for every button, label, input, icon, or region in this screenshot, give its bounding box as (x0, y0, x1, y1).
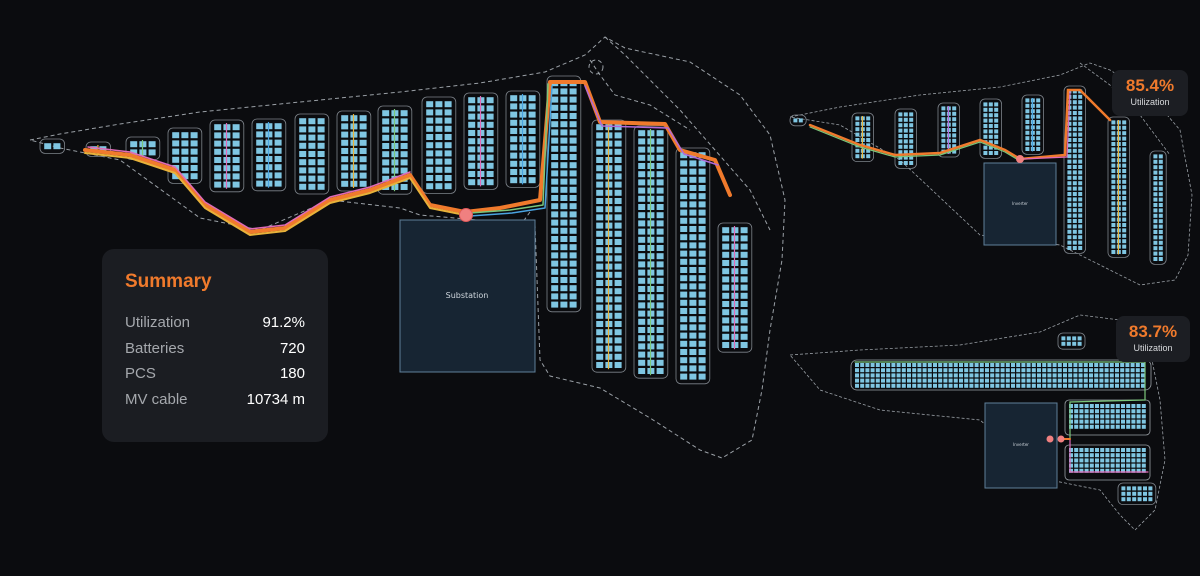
battery-row (421, 96, 457, 194)
summary-row-mv-cable: MV cable 10734 m (125, 387, 305, 413)
utilization-label: Utilization (1133, 343, 1173, 353)
battery-row (251, 118, 287, 192)
summary-value: 180 (279, 365, 305, 383)
battery-row (1057, 332, 1086, 350)
summary-value: 10734 m (246, 390, 305, 408)
summary-label: Utilization (125, 314, 191, 332)
battery-row (377, 105, 413, 195)
battery-row (505, 90, 541, 188)
battery-row (789, 114, 807, 127)
utilization-badge-bottom: 83.7% Utilization (1116, 316, 1190, 362)
battery-blocks (789, 85, 1167, 265)
battery-row (717, 222, 753, 353)
layout-variant-top[interactable]: Inverter (780, 55, 1200, 295)
summary-label: PCS (125, 365, 156, 383)
inverter-block[interactable]: Inverter (983, 162, 1057, 246)
battery-row (39, 138, 66, 154)
battery-blocks (39, 75, 753, 385)
inverter-label: Inverter (1012, 201, 1028, 206)
site-boundary (789, 314, 1166, 531)
battery-row (1149, 150, 1167, 265)
battery-row (591, 119, 627, 373)
battery-row (1063, 85, 1087, 254)
utilization-label: Utilization (1130, 97, 1170, 107)
battery-row (463, 92, 499, 190)
battery-row (979, 98, 1003, 159)
summary-label: Batteries (125, 339, 185, 357)
site-boundary (789, 62, 1193, 286)
long-row-outline (850, 359, 1152, 481)
summary-value: 91.2% (262, 314, 305, 332)
layout-variant-bottom[interactable]: Inverter (780, 300, 1200, 540)
mv-cable-bundle (83, 80, 732, 236)
battery-row (1117, 482, 1157, 506)
battery-row (209, 119, 245, 193)
inverter-label: Inverter (1013, 442, 1029, 447)
battery-row (675, 147, 711, 385)
inverter-block[interactable]: Inverter (984, 402, 1058, 489)
utilization-value: 85.4% (1125, 76, 1175, 95)
summary-title: Summary (125, 271, 212, 292)
utilization-badge-top: 85.4% Utilization (1112, 70, 1188, 116)
battery-row (1107, 116, 1131, 258)
summary-label: MV cable (125, 390, 188, 408)
summary-panel: Summary Utilization 91.2% Batteries 720 … (102, 249, 328, 442)
battery-row (894, 108, 918, 169)
mv-cable-bundle (854, 361, 1149, 473)
summary-row-utilization: Utilization 91.2% (125, 310, 305, 336)
main-site-layout[interactable]: Substation (0, 0, 800, 576)
battery-row (633, 125, 669, 379)
substation-label: Substation (446, 291, 489, 300)
battery-blocks (855, 332, 1157, 506)
battery-row (937, 102, 961, 158)
substation[interactable]: Substation (399, 219, 536, 373)
battery-row (294, 113, 330, 195)
battery-row (851, 112, 875, 162)
summary-row-pcs: PCS 180 (125, 361, 305, 387)
mv-cable-bundle (808, 88, 1112, 163)
summary-value: 720 (279, 339, 305, 357)
utilization-value: 83.7% (1128, 322, 1178, 341)
battery-row (546, 75, 582, 313)
battery-row (1021, 94, 1045, 155)
summary-row-batteries: Batteries 720 (125, 336, 305, 362)
